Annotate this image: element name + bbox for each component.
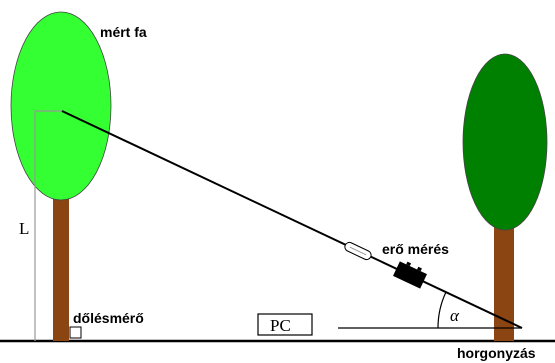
height-bracket (34, 110, 62, 341)
pc-label: PC (270, 316, 291, 335)
tilt-meter-label: dőlésmérő (73, 310, 144, 326)
dynamometer-sensor (344, 241, 372, 261)
force-measurement-device (393, 261, 427, 289)
pc-box (257, 313, 313, 336)
force-measurement-label: erő mérés (382, 241, 449, 257)
length-symbol-label: L (19, 219, 29, 238)
anchor-tree-crown (462, 53, 548, 231)
measured-tree-trunk (53, 190, 69, 341)
angle-symbol-label: α (450, 306, 460, 325)
anchoring-label: horgonyzás (457, 345, 536, 361)
angle-arc (437, 291, 447, 329)
pulling-rope (61, 110, 523, 329)
measured-tree-label: mért fa (100, 24, 147, 40)
anchor-tree-trunk (494, 220, 514, 341)
tilt-meter-marker (69, 326, 82, 339)
measured-tree-crown (10, 11, 112, 201)
